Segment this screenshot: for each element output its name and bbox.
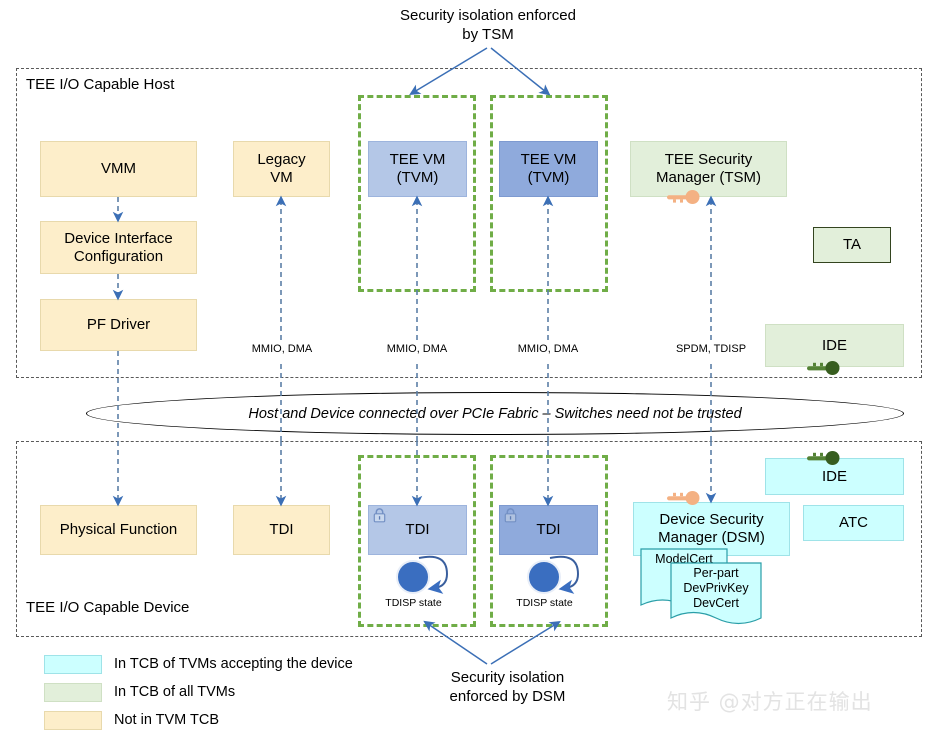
pf-driver-label: PF Driver [86,316,151,333]
tdi-2-block: TDI [499,505,598,555]
tdisp-state-label-1: TDISP state [385,597,442,609]
tsm-label-line2: Manager (TSM) [655,169,762,186]
legend-label-1: In TCB of all TVMs [114,684,236,701]
protocol-label-tee-vm-1: MMIO, DMA [386,343,448,355]
physical-function-label: Physical Function [59,521,178,538]
protocol-label-legacy-vm: MMIO, DMA [251,343,313,355]
ta-block: TA [813,227,891,263]
bottom-annotation-line2: enforced by DSM [449,688,566,706]
legacy-vm-block: Legacy VM [233,141,330,197]
legend-swatch-green [44,683,102,702]
top-annotation-line2: by TSM [462,26,514,44]
tdi-2-label: TDI [536,521,561,538]
physical-function-block: Physical Function [40,505,197,555]
key-icon-host-ide [805,360,845,376]
per-part-line2: DevPrivKey [683,581,749,595]
per-part-cert-labels: Per-part DevPrivKey DevCert [670,566,762,611]
tdisp-state-dot-2 [527,560,561,594]
tee-vm-2-label-line1: TEE VM [520,151,577,168]
per-part-cert-doc: Per-part DevPrivKey DevCert [670,562,762,630]
per-part-line3: DevCert [693,596,739,610]
tdi-1-block: TDI [368,505,467,555]
legend-item-2: Not in TVM TCB [44,711,404,730]
legend-swatch-tan [44,711,102,730]
pf-driver-block: PF Driver [40,299,197,351]
protocol-label-tee-vm-2: MMIO, DMA [517,343,579,355]
atc-block: ATC [803,505,904,541]
legend-label-0: In TCB of TVMs accepting the device [114,656,353,673]
ta-label: TA [842,236,862,253]
tsm-block: TEE Security Manager (TSM) [630,141,787,197]
key-icon-device-ide [805,450,845,466]
tdi-1-label: TDI [405,521,430,538]
tsm-label-line1: TEE Security [664,151,753,168]
tee-vm-2-label-line2: (TVM) [527,169,570,186]
per-part-line1: Per-part [693,566,739,580]
top-annotation-line1: Security isolation enforced [400,7,576,24]
atc-label: ATC [839,514,868,531]
legacy-vm-label-line2: VM [270,169,293,186]
legend: In TCB of TVMs accepting the device In T… [44,655,404,730]
dsm-block: Device Security Manager (DSM) [633,502,790,556]
vmm-block: VMM [40,141,197,197]
pcie-fabric-ellipse: Host and Device connected over PCIe Fabr… [86,392,904,435]
tdi-plain-label: TDI [269,521,294,538]
tdisp-state-dot-1 [396,560,430,594]
bottom-annotation-line1: Security isolation [450,669,565,686]
tee-vm-1-label-line1: TEE VM [389,151,446,168]
device-ide-label: IDE [821,467,847,485]
pcie-fabric-label: Host and Device connected over PCIe Fabr… [248,405,742,422]
dic-label-line2: Configuration [73,247,164,265]
tdisp-state-label-2: TDISP state [516,597,573,609]
host-ide-block: IDE [765,324,904,367]
tee-vm-2-block: TEE VM (TVM) [499,141,598,197]
legacy-vm-label-line1: Legacy [257,151,306,168]
tee-vm-1-block: TEE VM (TVM) [368,141,467,197]
dsm-label-line1: Device Security [659,511,764,528]
tdi-plain-block: TDI [233,505,330,555]
device-region-label: TEE I/O Capable Device [26,599,190,616]
key-icon-tsm [665,189,705,205]
vmm-label: VMM [101,160,136,177]
lock-icon-tdi-1 [372,507,387,523]
tee-vm-1-label-line2: (TVM) [396,169,439,186]
legend-label-2: Not in TVM TCB [114,712,220,729]
lock-icon-tdi-2 [503,507,518,523]
dsm-label-line2: Manager (DSM) [658,529,765,546]
top-annotation: Security isolation enforced by TSM [358,6,618,44]
device-interface-configuration-block: Device Interface Configuration [40,221,197,274]
bottom-annotation: Security isolation enforced by DSM [400,668,615,706]
protocol-label-tsm: SPDM, TDISP [675,343,747,355]
legend-item-1: In TCB of all TVMs [44,683,404,702]
legend-swatch-cyan [44,655,102,674]
dic-label-line1: Device Interface [64,229,173,247]
legend-item-0: In TCB of TVMs accepting the device [44,655,404,674]
key-icon-dsm [665,490,705,506]
host-isolation-box-2 [490,95,608,292]
host-ide-label: IDE [821,336,847,354]
host-region-label: TEE I/O Capable Host [26,76,175,93]
watermark: 知乎 @对方正在输出 [667,690,873,714]
